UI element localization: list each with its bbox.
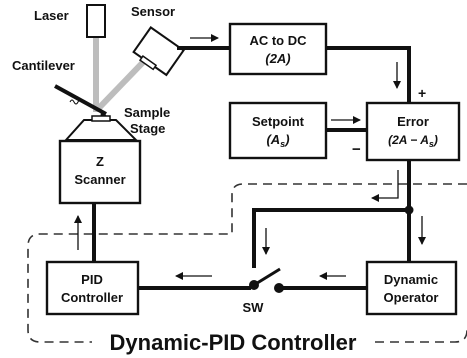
switch-sw-label: SW	[243, 300, 265, 315]
pid-controller-block	[45, 260, 140, 316]
cantilever-label: Cantilever	[12, 58, 75, 73]
error-minus-sign: −	[352, 141, 361, 158]
ac-to-dc-label-line2: (2A)	[265, 51, 290, 66]
laser-label: Laser	[34, 8, 69, 23]
sample-icon	[91, 115, 111, 122]
setpoint-label-line2: (As)	[266, 132, 289, 149]
z-scanner-label-line1: Z	[96, 154, 104, 169]
sample-stage-label-line2: Stage	[130, 121, 165, 136]
sensor-label: Sensor	[131, 4, 175, 19]
junction-dot	[404, 205, 414, 215]
z-scanner-block	[58, 139, 142, 205]
dynamic-operator-label-line2: Operator	[384, 290, 439, 305]
wire-ac-to-error	[326, 46, 411, 103]
controller-caption: Dynamic-PID Controller	[110, 330, 357, 355]
error-label-line1: Error	[397, 114, 429, 129]
arrow-to-bypass	[371, 170, 399, 202]
dynamic-operator-label-line1: Dynamic	[384, 272, 438, 287]
setpoint-label-line1: Setpoint	[252, 114, 305, 129]
error-block	[365, 101, 461, 162]
pid-controller-label-line1: PID	[81, 272, 103, 287]
error-plus-sign: +	[418, 85, 426, 101]
sample-stage-label-line1: Sample	[124, 105, 170, 120]
ac-to-dc-label-line1: AC to DC	[249, 33, 307, 48]
wire-bypass	[252, 208, 409, 268]
oscillation-icon	[69, 99, 83, 105]
pid-controller-label-line2: Controller	[61, 290, 123, 305]
dynamic-operator-block	[365, 260, 458, 316]
switch-sw-icon	[249, 267, 284, 293]
laser-beam-reflected	[94, 52, 153, 113]
ac-to-dc-block	[228, 22, 328, 76]
error-label-line2: (2A − As)	[388, 133, 438, 149]
setpoint-block	[228, 101, 328, 160]
sample-stage-icon	[63, 119, 139, 141]
sensor-icon	[132, 26, 185, 77]
laser-icon	[86, 4, 106, 38]
z-scanner-label-line2: Scanner	[74, 172, 125, 187]
